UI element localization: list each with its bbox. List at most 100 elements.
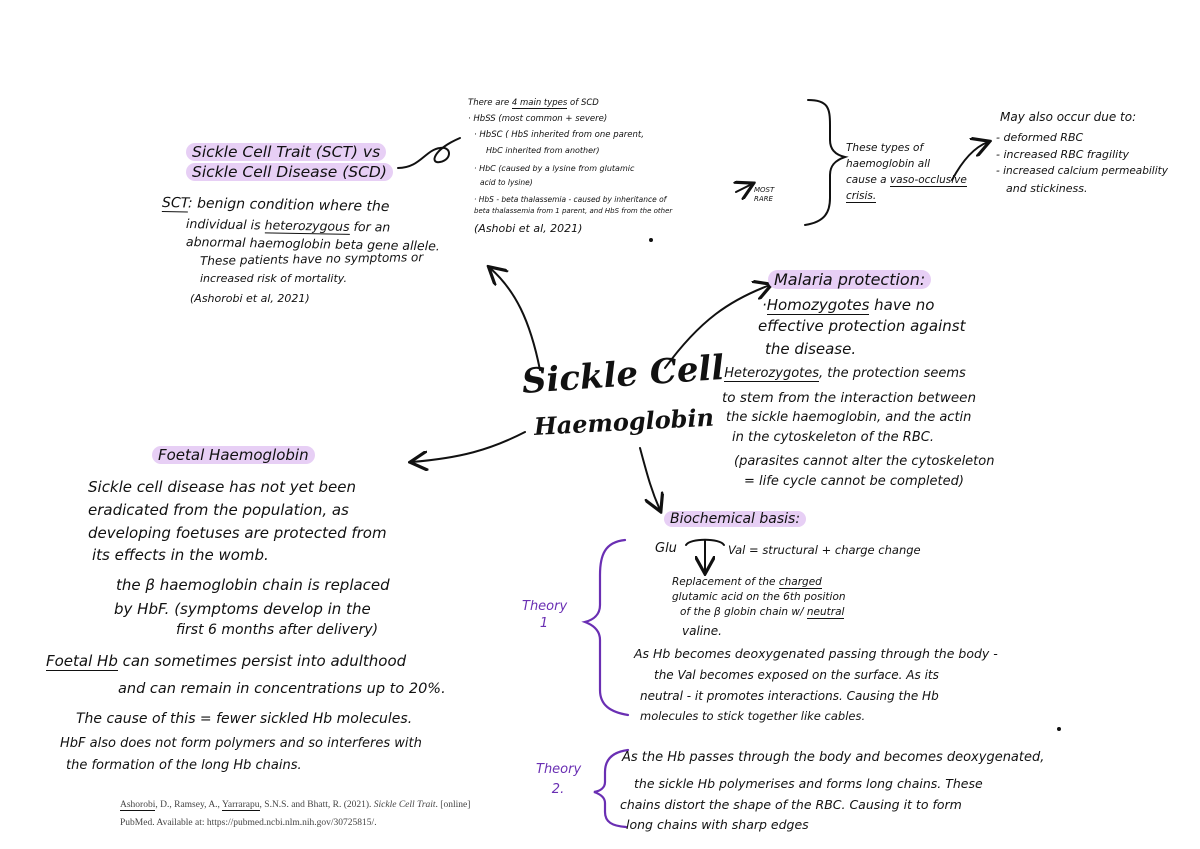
vaso-line3: cause a vaso-occlusive: [846, 174, 967, 187]
theory1-line4: molecules to stick together like cables.: [640, 709, 866, 723]
foetal-line2: eradicated from the population, as: [88, 501, 349, 519]
arrow-to-sct: [490, 268, 541, 371]
ref-title: Sickle Cell Trait: [373, 800, 436, 810]
curl-connector: [397, 137, 461, 169]
biochem-r3: of the β globin chain w/ neutral: [680, 606, 845, 619]
sct-heterozygous: heterozygous: [264, 217, 350, 235]
sct-line2-post: for an: [349, 218, 391, 235]
biochem-title: Biochemical basis:: [664, 511, 807, 527]
foetal-line3: developing foetuses are protected from: [88, 524, 387, 542]
arrow-to-also: [951, 142, 988, 181]
arrow-to-foetal: [412, 431, 526, 462]
foetal-line8-post: can sometimes persist into adulthood: [117, 652, 407, 670]
biochem-r4: valine.: [682, 624, 722, 638]
foetal-line7: first 6 months after delivery): [176, 622, 379, 638]
bullet-dot: ·: [762, 296, 767, 314]
theory2-line3: chains distort the shape of the RBC. Cau…: [620, 797, 962, 812]
ref-rest: , S.N.S. and Bhatt, R. (2021).: [259, 800, 374, 810]
foetal-title: Foetal Haemoglobin: [152, 446, 315, 464]
foetal-line12: the formation of the long Hb chains.: [66, 758, 302, 773]
types-most-rare: MOST RARE: [754, 186, 775, 203]
theory2-line1: As the Hb passes through the body and be…: [622, 750, 1045, 765]
vaso-line1: These types of: [846, 142, 924, 154]
also-line1: May also occur due to:: [1000, 110, 1137, 124]
theory1-label: Theory 1: [522, 599, 568, 631]
types-line1-post: of SCD: [567, 98, 599, 108]
malaria-line6: the sickle haemoglobin, and the actin: [726, 410, 972, 425]
sct-line2-pre: individual is: [185, 216, 265, 233]
types-line4: HbC inherited from another): [486, 146, 600, 155]
malaria-line8: (parasites cannot alter the cytoskeleton: [734, 454, 995, 469]
theory2-line2: the sickle Hb polymerises and forms long…: [634, 776, 983, 791]
also-line5: and stickiness.: [1006, 182, 1088, 195]
types-line1-pre: There are: [468, 98, 512, 108]
arrow-to-malaria: [664, 285, 770, 369]
malaria-line4-post: , the protection seems: [819, 366, 966, 381]
vaso-line2: haemoglobin all: [846, 158, 931, 170]
ref-author1: Ashorobi: [120, 800, 156, 811]
foetal-line8: Foetal Hb can sometimes persist into adu…: [46, 652, 407, 671]
reference-line1: Ashorobi, D., Ramsey, A., Yarrarapu, S.N…: [120, 800, 471, 811]
theory2-brace: [593, 748, 630, 829]
types-line8: beta thalassemia from 1 parent, and HbS …: [474, 207, 673, 215]
types-line7: · HbS - beta thalassemia - caused by inh…: [474, 195, 667, 204]
types-cite: (Ashobi et al, 2021): [474, 222, 583, 235]
theory2-line4: long chains with sharp edges: [626, 817, 809, 832]
foetal-line1: Sickle cell disease has not yet been: [88, 478, 356, 496]
also-line2: - deformed RBC: [996, 131, 1084, 144]
ref-end: . [online]: [435, 800, 471, 810]
foetal-line10: The cause of this = fewer sickled Hb mol…: [76, 711, 413, 727]
malaria-line7: in the cytoskeleton of the RBC.: [732, 430, 934, 445]
biochem-charged: charged: [778, 576, 822, 589]
biochem-r1: Replacement of the charged: [672, 576, 822, 589]
types-brace: [804, 99, 849, 226]
malaria-title: Malaria protection:: [768, 270, 932, 289]
types-main: 4 main types: [511, 98, 568, 109]
also-line4: - increased calcium permeability: [996, 165, 1168, 177]
vaso-line4: crisis.: [846, 190, 877, 203]
glu-val-bracket: [685, 538, 725, 546]
foetal-line4: its effects in the womb.: [92, 546, 269, 564]
foetal-line5: the β haemoglobin chain is replaced: [116, 576, 390, 594]
malaria-line1: ·Homozygotes have no: [762, 296, 935, 315]
foetal-hb: Foetal Hb: [46, 652, 118, 671]
arrow-most-rare: [736, 184, 752, 192]
types-line2: · HbSS (most common + severe): [468, 114, 608, 124]
malaria-line1-post: have no: [869, 296, 935, 314]
foetal-line9: and can remain in concentrations up to 2…: [118, 681, 446, 697]
theory1-line2: the Val becomes exposed on the surface. …: [654, 668, 939, 682]
malaria-line4: · Heterozygotes, the protection seems: [716, 366, 966, 382]
dot-mark: [1057, 726, 1062, 731]
sct-line5: increased risk of mortality.: [200, 272, 347, 285]
biochem-neutral: neutral: [806, 606, 845, 619]
theory1-line3: neutral - it promotes interactions. Caus…: [640, 689, 939, 703]
dot-mark: [648, 238, 653, 243]
bullet-dot: ·: [716, 366, 725, 381]
sct-title-line2: Sickle Cell Disease (SCD): [186, 163, 393, 181]
biochem-r2: glutamic acid on the 6th position: [672, 591, 846, 603]
vaso-line3-pre: cause a: [846, 174, 890, 186]
types-line3: · HbSC ( HbS inherited from one parent,: [474, 130, 644, 140]
malaria-line2: effective protection against: [758, 317, 966, 335]
vaso-occlusive: vaso-occlusive: [889, 174, 967, 187]
biochem-val: Val = structural + charge change: [728, 543, 921, 557]
theory1-line1: As Hb becomes deoxygenated passing throu…: [634, 646, 998, 661]
biochem-glu: Glu: [655, 541, 677, 556]
malaria-line3: the disease.: [765, 340, 857, 358]
malaria-line9: = life cycle cannot be completed): [744, 474, 964, 489]
foetal-line11: HbF also does not form polymers and so i…: [60, 736, 422, 751]
biochem-r3-pre: of the β globin chain w/: [680, 606, 807, 618]
also-line3: - increased RBC fragility: [996, 148, 1130, 161]
theory1-brace: [581, 538, 630, 717]
biochem-r1-pre: Replacement of the: [672, 576, 779, 588]
types-line5: · HbC (caused by a lysine from glutamic: [474, 164, 635, 173]
ref-author2: Yarrarapu: [221, 800, 260, 811]
types-line1: There are 4 main types of SCD: [468, 98, 599, 109]
foetal-line6: by HbF. (symptoms develop in the: [114, 600, 371, 618]
malaria-heterozygotes: Heterozygotes: [724, 366, 820, 382]
ref-mid: , D., Ramsey, A.,: [155, 800, 222, 810]
reference-line2: PubMed. Available at: https://pubmed.ncb…: [120, 818, 377, 828]
sct-cite: (Ashorobi et al, 2021): [190, 292, 310, 305]
arrow-to-biochem: [639, 447, 660, 510]
